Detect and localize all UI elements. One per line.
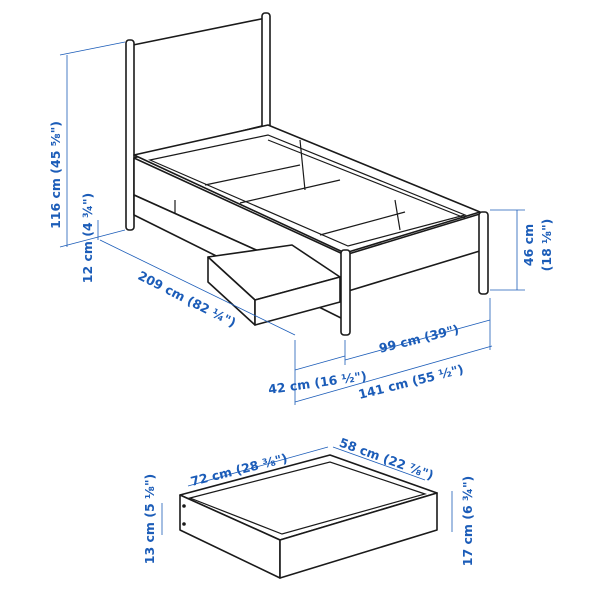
- footboard-height-in-label: (18 ⅛"): [539, 219, 554, 272]
- drawer-front-height-label: 17 cm (6 ¾"): [460, 476, 475, 566]
- bed-width-label: 99 cm (39"): [377, 321, 460, 355]
- bed-illustration: [125, 12, 489, 336]
- clearance-label: 12 cm (4 ¾"): [80, 193, 95, 283]
- footboard-height-cm-label: 46 cm: [521, 224, 536, 266]
- total-width-label: 141 cm (55 ½"): [357, 361, 465, 402]
- head-post-right: [261, 12, 271, 132]
- drawer-front: [279, 492, 438, 579]
- foot-post-right: [478, 211, 489, 295]
- bed-height-label: 116 cm (45 ⅝"): [48, 121, 63, 229]
- drawer-illustration: [179, 454, 438, 579]
- drawer-back-height-label: 13 cm (5 ⅛"): [142, 474, 157, 564]
- drawer-extension-label: 42 cm (16 ½"): [267, 368, 367, 397]
- dimension-lines: [59, 41, 525, 535]
- foot-post-left: [340, 249, 351, 336]
- head-post-left: [125, 39, 135, 231]
